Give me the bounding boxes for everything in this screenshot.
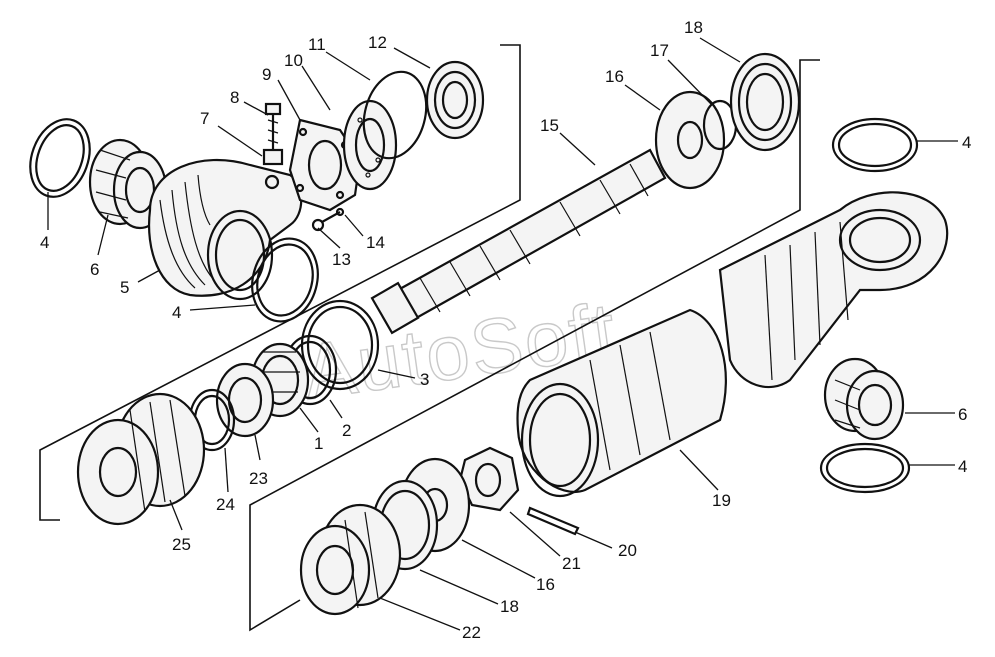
part-seal-12 bbox=[425, 60, 485, 140]
callout-17: 17 bbox=[650, 41, 669, 60]
leader-lines bbox=[47, 37, 958, 631]
callout-2: 2 bbox=[342, 421, 351, 440]
callout-16: 16 bbox=[605, 67, 624, 86]
part-bearing-18-top bbox=[729, 52, 801, 152]
callout-22: 22 bbox=[462, 623, 481, 642]
callout-20: 20 bbox=[618, 541, 637, 560]
callout-4: 4 bbox=[962, 133, 971, 152]
callout-18: 18 bbox=[684, 18, 703, 37]
callout-1: 1 bbox=[314, 434, 323, 453]
part-barrel-eye bbox=[718, 191, 949, 389]
callout-11: 11 bbox=[308, 35, 326, 54]
part-retaining-ring-4-bottom bbox=[819, 442, 911, 494]
callout-15: 15 bbox=[540, 116, 559, 135]
callout-13: 13 bbox=[332, 250, 351, 269]
part-housing-5 bbox=[148, 158, 303, 301]
callout-24: 24 bbox=[216, 495, 235, 514]
callout-8: 8 bbox=[230, 88, 239, 107]
frame-upper bbox=[39, 44, 521, 521]
callout-7: 7 bbox=[200, 109, 209, 128]
part-bearing-6-right bbox=[823, 357, 905, 441]
callout-18: 18 bbox=[500, 597, 519, 616]
callout-14: 14 bbox=[366, 233, 385, 252]
callout-16: 16 bbox=[536, 575, 555, 594]
part-grease-fitting-7-8 bbox=[262, 102, 284, 166]
part-washer-16-top bbox=[654, 90, 726, 190]
callout-labels: 4 6 5 4 7 8 9 10 11 12 13 14 15 16 17 18… bbox=[40, 18, 971, 642]
part-nut-23 bbox=[215, 362, 275, 438]
part-shaft-15 bbox=[370, 148, 667, 335]
part-cover-9 bbox=[288, 118, 362, 212]
callout-4: 4 bbox=[958, 457, 967, 476]
callout-23: 23 bbox=[249, 469, 268, 488]
part-retaining-ring-4-left bbox=[29, 118, 91, 198]
part-retaining-ring-4-housing bbox=[251, 237, 319, 323]
callout-19: 19 bbox=[712, 491, 731, 510]
callout-4: 4 bbox=[40, 233, 49, 252]
part-bushing-22 bbox=[299, 503, 402, 616]
callout-3: 3 bbox=[420, 370, 429, 389]
callout-21: 21 bbox=[562, 554, 581, 573]
callout-5: 5 bbox=[120, 278, 129, 297]
part-bolt-13-14 bbox=[311, 207, 345, 232]
part-cotter-pin-20 bbox=[526, 506, 580, 536]
part-retaining-ring-4-right bbox=[831, 117, 919, 173]
callout-6: 6 bbox=[958, 405, 967, 424]
callout-25: 25 bbox=[172, 535, 191, 554]
callout-6: 6 bbox=[90, 260, 99, 279]
part-tube-19 bbox=[516, 308, 727, 498]
part-snap-ring-11 bbox=[362, 70, 428, 160]
frame-lower bbox=[249, 59, 820, 632]
callout-12: 12 bbox=[368, 33, 387, 52]
callout-10: 10 bbox=[284, 51, 303, 70]
part-gland-25 bbox=[76, 392, 206, 526]
group-frames bbox=[39, 44, 820, 632]
callout-4: 4 bbox=[172, 303, 181, 322]
callout-9: 9 bbox=[262, 65, 271, 84]
